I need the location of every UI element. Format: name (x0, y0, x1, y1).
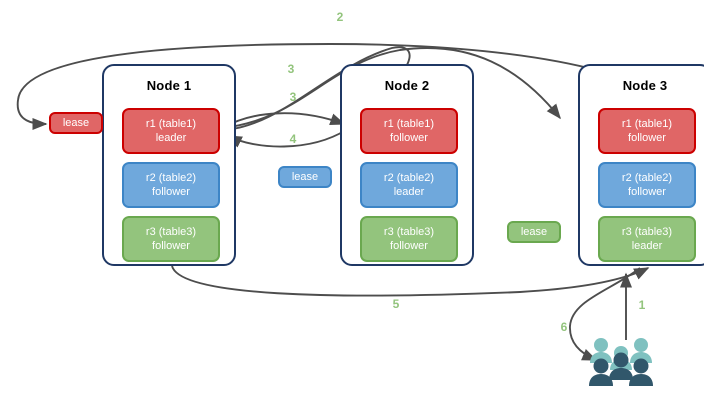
node-card-2[interactable]: Node 2 r1 (table1) follower r2 (table2) … (340, 64, 474, 266)
step-label-6: 6 (560, 320, 568, 334)
step-label-3-upper: 3 (287, 62, 295, 76)
replica-r1[interactable]: r1 (table1) follower (360, 108, 458, 154)
node-card-1[interactable]: Node 1 r1 (table1) leader r2 (table2) fo… (102, 64, 236, 266)
replica-role: follower (390, 132, 428, 144)
replica-r3[interactable]: r3 (table3) leader (598, 216, 696, 262)
step-label-1: 1 (638, 298, 646, 312)
edge-5-n1-to-n3 (171, 265, 650, 297)
step-label-5: 5 (392, 297, 400, 311)
replica-r2[interactable]: r2 (table2) follower (598, 162, 696, 208)
lease-label: lease (62, 117, 90, 129)
node-title: Node 3 (622, 78, 668, 93)
replica-name: r2 (table2) (145, 172, 197, 184)
node-title: Node 1 (146, 78, 192, 93)
replica-name: r1 (table1) (621, 118, 673, 130)
node-title: Node 2 (384, 78, 430, 93)
replica-r1[interactable]: r1 (table1) follower (598, 108, 696, 154)
lease-badge-red[interactable]: lease (49, 112, 103, 134)
replica-r1[interactable]: r1 (table1) leader (122, 108, 220, 154)
replica-role: follower (390, 240, 428, 252)
node-card-3[interactable]: Node 3 r1 (table1) follower r2 (table2) … (578, 64, 704, 266)
replica-name: r3 (table3) (383, 226, 435, 238)
lease-label: lease (291, 171, 319, 183)
replica-r2[interactable]: r2 (table2) leader (360, 162, 458, 208)
step-label-2: 2 (336, 10, 344, 24)
edge-4-n1-to-n2 (220, 112, 346, 130)
replica-name: r2 (table2) (383, 172, 435, 184)
replica-role: follower (152, 240, 190, 252)
replica-name: r1 (table1) (145, 118, 197, 130)
replica-role: leader (393, 186, 425, 198)
replica-name: r2 (table2) (621, 172, 673, 184)
lease-label: lease (520, 226, 548, 238)
replica-role: follower (628, 132, 666, 144)
replica-role: leader (631, 240, 663, 252)
replica-name: r3 (table3) (621, 226, 673, 238)
replica-role: leader (155, 132, 187, 144)
replica-role: follower (628, 186, 666, 198)
lease-badge-blue[interactable]: lease (278, 166, 332, 188)
replica-role: follower (152, 186, 190, 198)
step-label-3-lower: 3 (289, 90, 297, 104)
replica-r3[interactable]: r3 (table3) follower (360, 216, 458, 262)
replica-r2[interactable]: r2 (table2) follower (122, 162, 220, 208)
people-group-icon (588, 336, 654, 388)
replica-r3[interactable]: r3 (table3) follower (122, 216, 220, 262)
lease-badge-green[interactable]: lease (507, 221, 561, 243)
step-label-4: 4 (289, 132, 297, 146)
replica-name: r3 (table3) (145, 226, 197, 238)
replica-name: r1 (table1) (383, 118, 435, 130)
